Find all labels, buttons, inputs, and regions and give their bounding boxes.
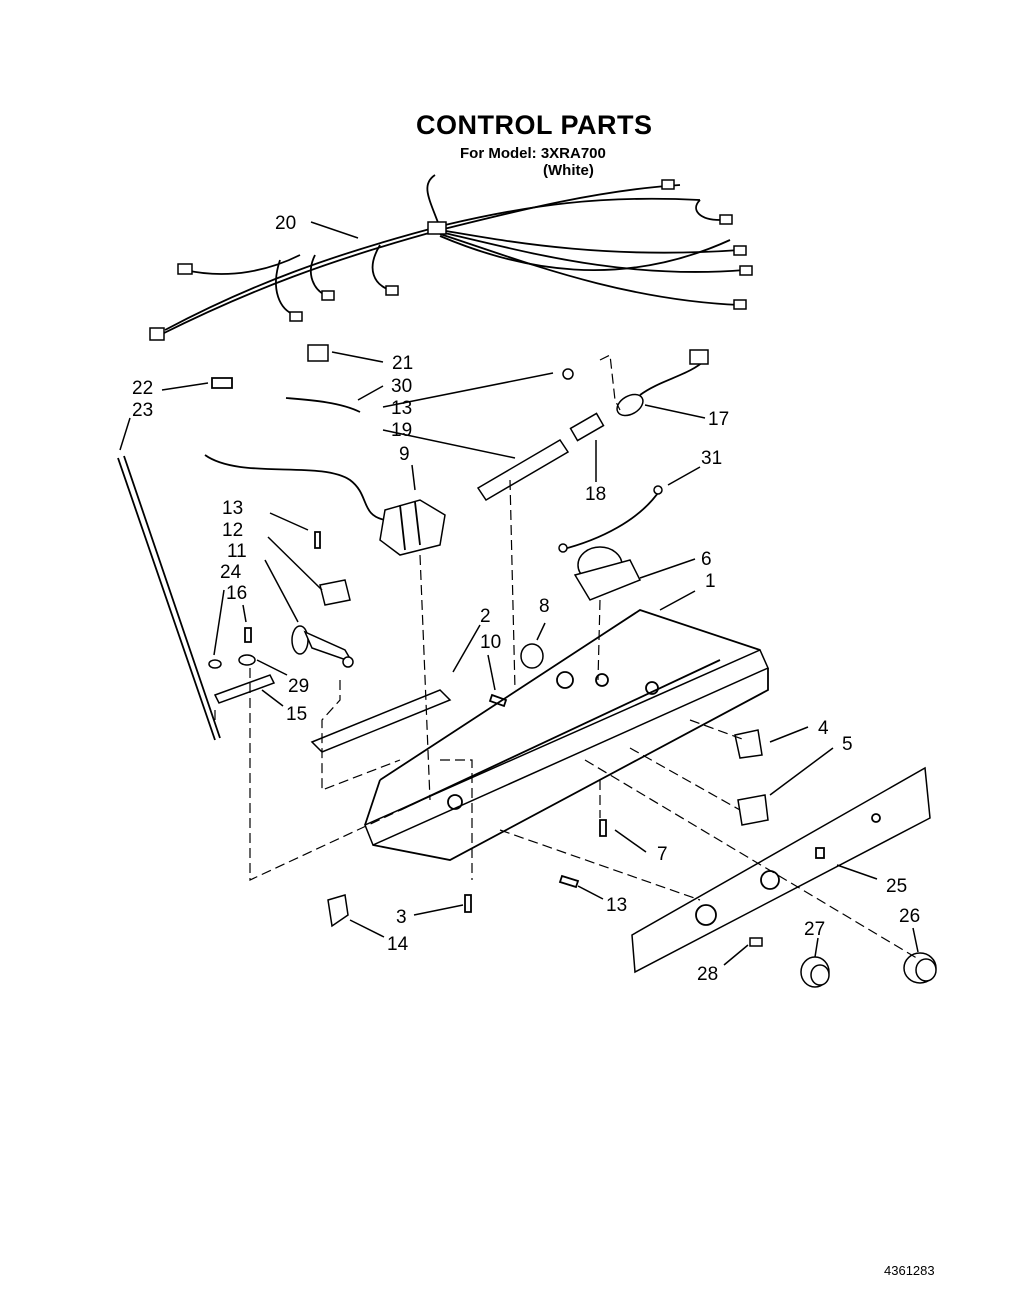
bracket-part-12 — [319, 579, 351, 606]
clip-part-28 — [749, 937, 763, 947]
washer-part-29 — [238, 654, 256, 666]
callout-9: 9 — [399, 444, 410, 465]
callout-10: 10 — [480, 632, 501, 653]
callout-22: 22 — [132, 378, 153, 399]
callout-13-bottom: 13 — [606, 895, 627, 916]
thermistor-part-19 — [476, 349, 709, 502]
callout-23: 23 — [132, 400, 153, 421]
callout-7: 7 — [657, 844, 668, 865]
callout-31: 31 — [701, 448, 722, 469]
callout-13-top: 13 — [391, 398, 412, 419]
callout-5: 5 — [842, 734, 853, 755]
callout-2: 2 — [480, 606, 491, 627]
callout-27: 27 — [804, 919, 825, 940]
callout-4: 4 — [818, 718, 829, 739]
bracket-part-22 — [211, 377, 233, 389]
knob-part-27 — [800, 956, 830, 988]
control-housing-part-1 — [364, 609, 769, 861]
callout-8: 8 — [539, 596, 550, 617]
leader-lines — [119, 221, 919, 966]
grommet-part-8 — [520, 643, 544, 669]
bracket-part-14 — [327, 894, 349, 928]
callout-6: 6 — [701, 549, 712, 570]
screw-parts — [244, 531, 607, 913]
bracket-part-2 — [310, 689, 452, 753]
wire-harness-part — [149, 174, 753, 341]
damper-part-11 — [291, 625, 354, 668]
callout-17: 17 — [708, 409, 729, 430]
callout-11: 11 — [227, 541, 247, 562]
callout-30: 30 — [391, 376, 412, 397]
diagram-title: CONTROL PARTS — [416, 110, 653, 140]
callout-12: 12 — [222, 520, 243, 541]
lever-part-15 — [213, 674, 276, 704]
callout-15: 15 — [286, 704, 307, 725]
thermostat-part-9 — [204, 454, 446, 556]
callout-16: 16 — [226, 583, 247, 604]
callout-14: 14 — [387, 934, 409, 955]
callout-24: 24 — [220, 562, 242, 583]
callout-1: 1 — [705, 571, 716, 592]
callout-13-mid: 13 — [222, 498, 243, 519]
switch-part-5 — [737, 794, 769, 826]
callout-18: 18 — [585, 484, 606, 505]
rod-part-23 — [117, 457, 216, 741]
control-panel-part-25 — [631, 766, 931, 974]
washer-part-24 — [208, 659, 222, 669]
callout-28: 28 — [697, 964, 718, 985]
relay-part-6 — [558, 485, 663, 601]
model-number: For Model: 3XRA700 — [460, 145, 606, 162]
callout-3: 3 — [396, 907, 407, 928]
assembly-lines — [214, 354, 921, 961]
knob-part-26 — [903, 952, 937, 984]
model-color: (White) — [543, 162, 594, 179]
callout-29: 29 — [288, 676, 309, 697]
callout-21: 21 — [392, 353, 413, 374]
callout-26: 26 — [899, 906, 920, 927]
callout-20: 20 — [275, 213, 296, 234]
callout-labels: 20 21 22 23 30 13 17 19 18 9 31 13 12 11… — [132, 213, 920, 985]
callout-19: 19 — [391, 420, 412, 441]
clip-part-21 — [307, 344, 329, 362]
callout-25: 25 — [886, 876, 907, 897]
switch-part-4 — [734, 729, 763, 759]
document-number: 4361283 — [884, 1263, 935, 1278]
tube-part-30 — [285, 397, 361, 413]
